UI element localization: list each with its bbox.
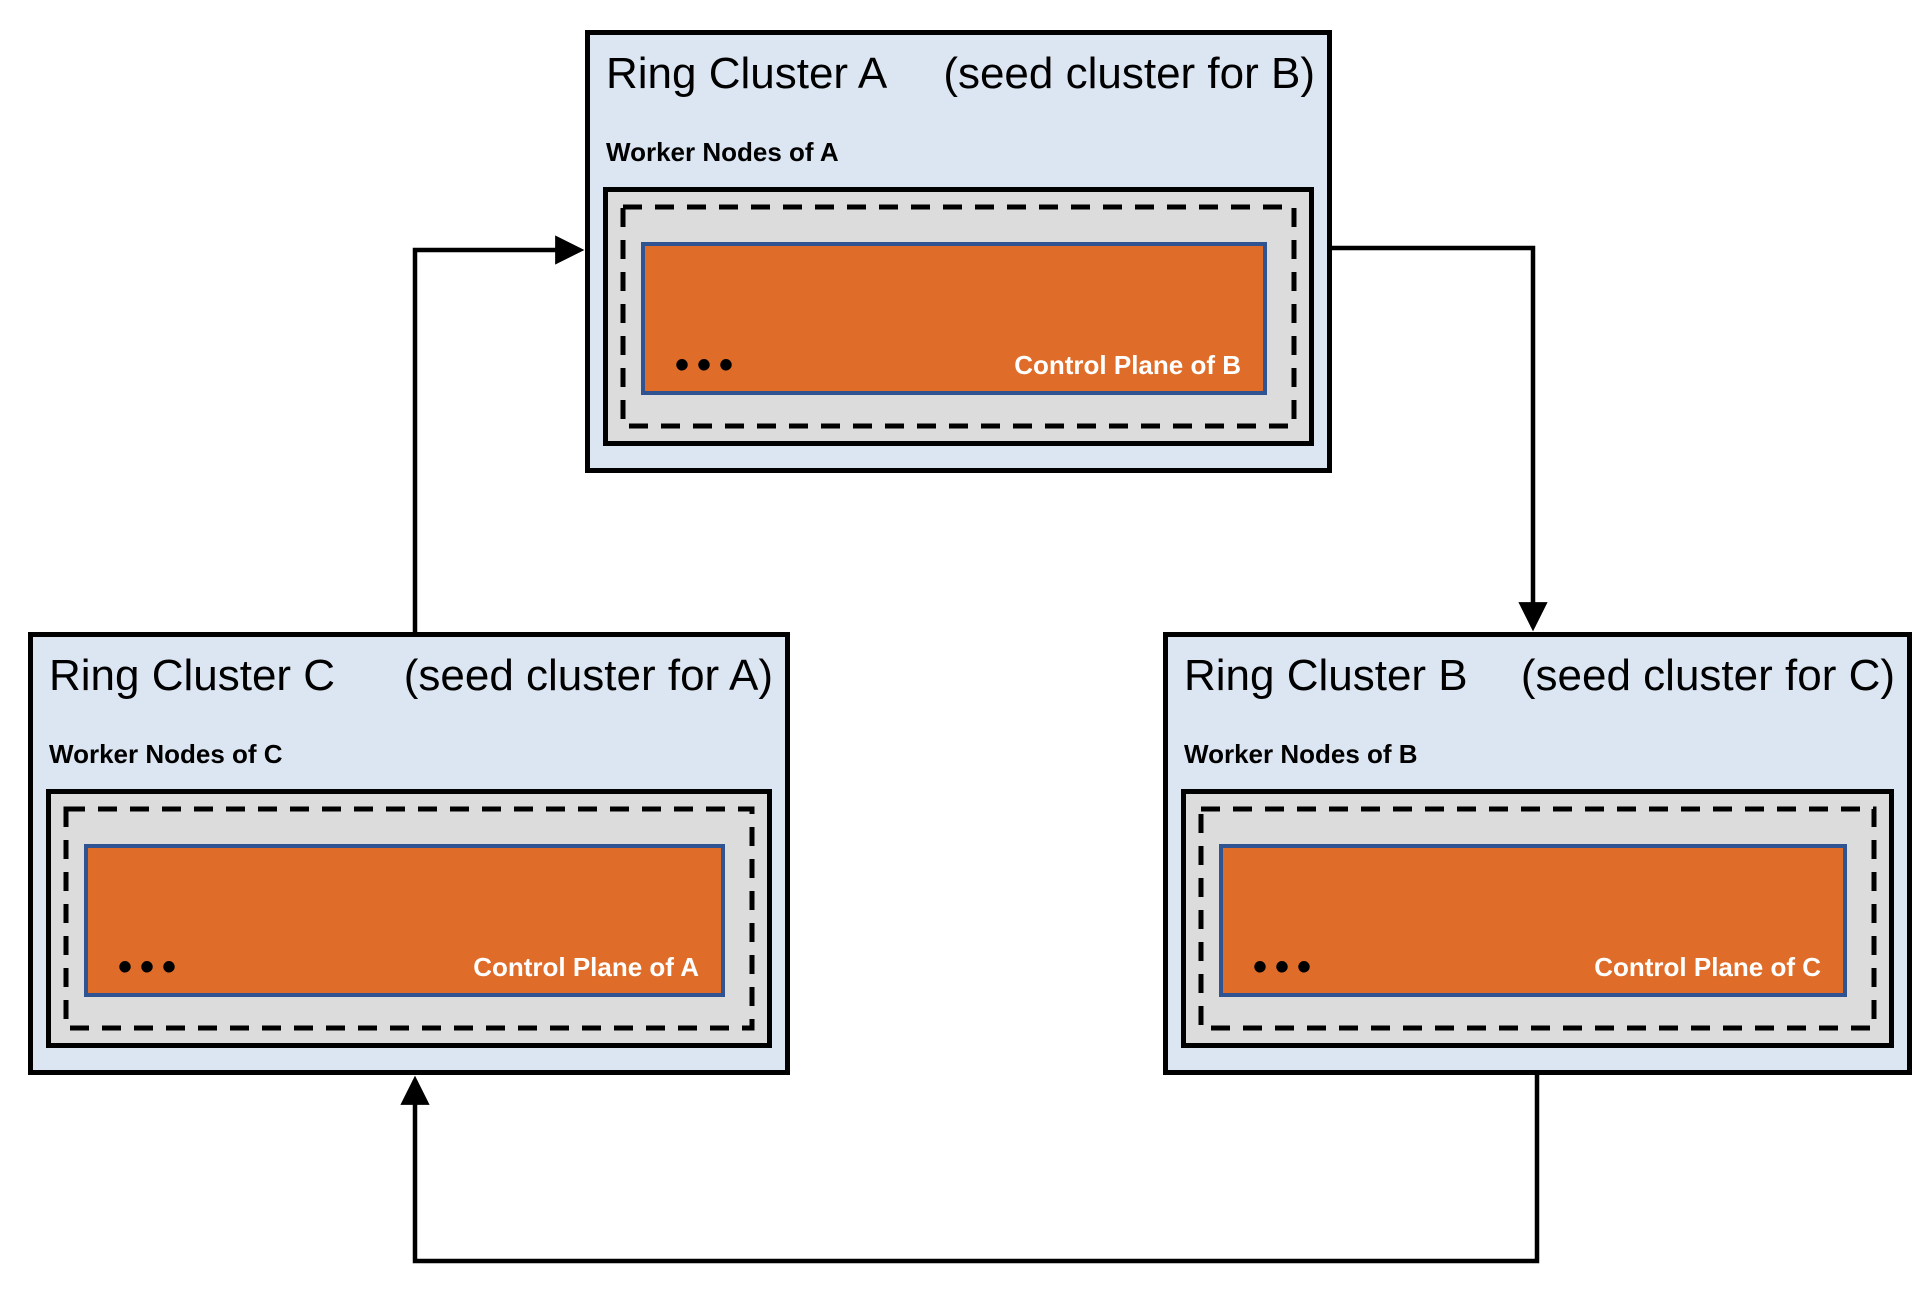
cluster-title-row: Ring Cluster B (seed cluster for C) — [1184, 651, 1895, 702]
seed-cluster-note: (seed cluster for B) — [943, 49, 1315, 98]
seed-cluster-note: (seed cluster for C) — [1520, 651, 1895, 700]
cluster-title-row: Ring Cluster C (seed cluster for A) — [49, 651, 773, 702]
worker-node-box: ••• Control Plane of A — [46, 789, 772, 1048]
arrow-b-to-c — [400, 1075, 1540, 1264]
cluster-title: Ring Cluster C — [49, 651, 336, 700]
worker-node-box: ••• Control Plane of C — [1181, 789, 1894, 1048]
arrow-c-to-a — [412, 235, 585, 632]
node-dashed-border — [63, 806, 755, 1031]
control-plane-label: Control Plane of A — [473, 951, 699, 982]
ring-cluster-a-box: Ring Cluster A (seed cluster for B) Work… — [585, 30, 1332, 473]
node-dashed-border — [1198, 806, 1877, 1031]
arrow-a-to-b — [1332, 245, 1548, 632]
cluster-title: Ring Cluster A — [606, 49, 888, 98]
cluster-title-row: Ring Cluster A (seed cluster for B) — [606, 49, 1315, 100]
control-plane-box: ••• Control Plane of C — [1219, 844, 1847, 997]
ellipsis-dots-icon: ••• — [675, 343, 742, 387]
seed-cluster-note: (seed cluster for A) — [403, 651, 773, 700]
worker-nodes-label: Worker Nodes of A — [606, 137, 839, 167]
ring-cluster-b-box: Ring Cluster B (seed cluster for C) Work… — [1163, 632, 1912, 1075]
ring-cluster-c-box: Ring Cluster C (seed cluster for A) Work… — [28, 632, 790, 1075]
worker-nodes-label: Worker Nodes of C — [49, 739, 283, 769]
node-dashed-border — [620, 204, 1297, 429]
control-plane-label: Control Plane of B — [1014, 349, 1241, 380]
control-plane-box: ••• Control Plane of A — [84, 844, 725, 997]
ellipsis-dots-icon: ••• — [118, 945, 185, 989]
worker-nodes-label: Worker Nodes of B — [1184, 739, 1418, 769]
worker-node-box: ••• Control Plane of B — [603, 187, 1314, 446]
control-plane-box: ••• Control Plane of B — [641, 242, 1267, 395]
control-plane-label: Control Plane of C — [1594, 951, 1821, 982]
cluster-title: Ring Cluster B — [1184, 651, 1468, 700]
ellipsis-dots-icon: ••• — [1253, 945, 1320, 989]
